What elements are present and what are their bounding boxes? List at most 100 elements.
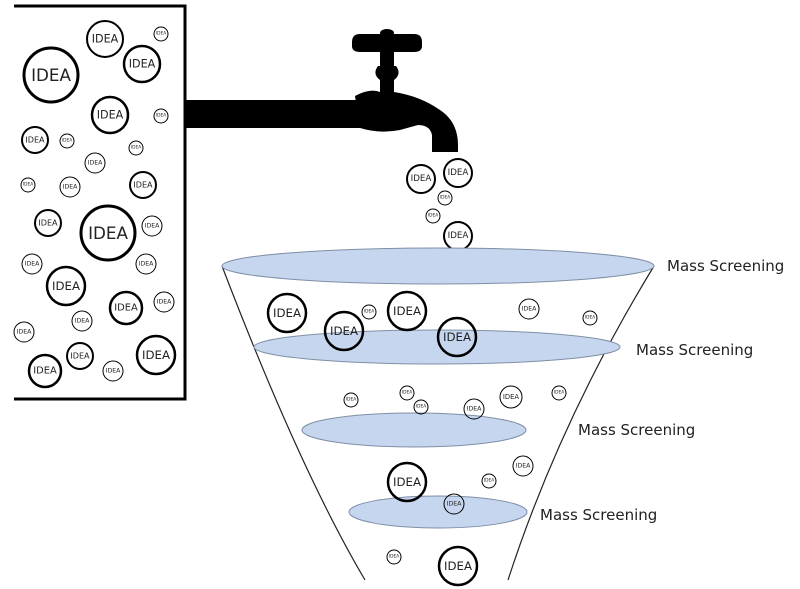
idea-bubble: IDEA: [141, 215, 163, 237]
idea-bubble-circle: [141, 215, 163, 237]
idea-bubble-circle: [22, 46, 80, 104]
idea-bubble-label: IDEA: [25, 261, 40, 268]
idea-bubble-circle: [21, 126, 49, 154]
idea-bubble: IDEA: [153, 26, 169, 42]
idea-bubble: IDEA: [582, 310, 598, 326]
idea-bubble-circle: [443, 493, 465, 515]
idea-bubble-label: IDEA: [114, 303, 138, 314]
idea-bubble-circle: [135, 253, 157, 275]
idea-bubble-label: IDEA: [17, 329, 32, 336]
idea-bubble-circle: [59, 176, 81, 198]
idea-bubble: IDEA: [122, 44, 162, 84]
idea-bubble-circle: [343, 392, 359, 408]
idea-bubble-circle: [323, 310, 365, 352]
funnel-right-edge: [507, 265, 655, 581]
idea-bubble-circle: [437, 190, 453, 206]
idea-bubble: IDEA: [153, 291, 175, 313]
idea-bubble-label: IDEA: [346, 397, 356, 403]
idea-bubble-circle: [406, 164, 436, 194]
idea-bubble: IDEA: [153, 108, 169, 124]
faucet-handle: [352, 34, 422, 52]
idea-bubble-circle: [518, 298, 540, 320]
idea-bubble-circle: [463, 398, 485, 420]
idea-bubble-circle: [386, 290, 428, 332]
idea-bubble-circle: [437, 545, 479, 587]
idea-bubble-label: IDEA: [62, 138, 72, 144]
idea-bubble: IDEA: [34, 209, 62, 237]
idea-bubble: IDEA: [79, 204, 137, 262]
idea-bubble-label: IDEA: [145, 223, 160, 230]
idea-bubble-circle: [59, 133, 75, 149]
idea-bubble-circle: [512, 455, 534, 477]
faucet-stem: [380, 50, 394, 70]
idea-bubble-circle: [84, 152, 106, 174]
idea-bubble-circle: [13, 321, 35, 343]
idea-bubble-label: IDEA: [448, 231, 469, 241]
idea-bubble-circle: [582, 310, 598, 326]
idea-bubble-circle: [436, 316, 478, 358]
idea-bubble-label: IDEA: [63, 184, 78, 191]
idea-bubble-circle: [443, 158, 473, 188]
idea-bubble-label: IDEA: [448, 168, 469, 178]
idea-bubble-circle: [153, 291, 175, 313]
idea-bubble: IDEA: [386, 461, 428, 503]
idea-bubble: IDEA: [135, 253, 157, 275]
idea-bubble: IDEA: [27, 353, 63, 389]
idea-bubble-label: IDEA: [389, 554, 399, 560]
idea-bubble-label: IDEA: [92, 33, 119, 46]
idea-bubble-label: IDEA: [585, 315, 595, 321]
idea-bubble: IDEA: [22, 46, 80, 104]
idea-bubble-label: IDEA: [443, 330, 471, 344]
idea-bubble: IDEA: [406, 164, 436, 194]
idea-bubble-label: IDEA: [273, 306, 301, 320]
idea-bubble-circle: [128, 140, 144, 156]
idea-bubble-circle: [71, 310, 93, 332]
idea-bubble: IDEA: [413, 399, 429, 415]
idea-bubble: IDEA: [59, 176, 81, 198]
idea-bubble: IDEA: [399, 385, 415, 401]
idea-bubble: IDEA: [499, 385, 523, 409]
idea-bubble-label: IDEA: [33, 366, 57, 377]
idea-bubble-label: IDEA: [393, 304, 421, 318]
screening-label-3: Mass Screening: [578, 421, 695, 439]
idea-bubble: IDEA: [102, 360, 124, 382]
faucet-icon: [185, 29, 458, 152]
screening-layer-1: [221, 247, 655, 285]
idea-bubble-label: IDEA: [444, 559, 472, 573]
idea-bubble-label: IDEA: [129, 58, 156, 71]
idea-bubble-label: IDEA: [516, 463, 531, 470]
faucet-pipe: [185, 100, 365, 128]
idea-bubble: IDEA: [59, 133, 75, 149]
idea-bubble: IDEA: [443, 493, 465, 515]
idea-bubble-label: IDEA: [440, 195, 450, 201]
faucet-body: [355, 66, 458, 152]
idea-bubble-circle: [86, 20, 124, 58]
idea-bubble: IDEA: [323, 310, 365, 352]
idea-bubble-circle: [135, 334, 177, 376]
idea-bubble: IDEA: [21, 126, 49, 154]
idea-bubble-label: IDEA: [142, 348, 170, 362]
idea-bubble: IDEA: [443, 221, 473, 251]
idea-bubble: IDEA: [481, 473, 497, 489]
idea-bubble-label: IDEA: [23, 182, 33, 188]
idea-bubble: IDEA: [20, 177, 36, 193]
idea-bubble: IDEA: [443, 158, 473, 188]
idea-bubble: IDEA: [437, 545, 479, 587]
idea-bubble-label: IDEA: [402, 390, 412, 396]
idea-bubble-label: IDEA: [467, 406, 482, 413]
idea-bubble-circle: [413, 399, 429, 415]
idea-bubble: IDEA: [437, 190, 453, 206]
idea-bubble-circle: [425, 208, 441, 224]
idea-bubble-label: IDEA: [393, 475, 421, 489]
idea-bubble: IDEA: [463, 398, 485, 420]
idea-bubble: IDEA: [425, 208, 441, 224]
idea-bubble: IDEA: [129, 171, 157, 199]
idea-bubble-label: IDEA: [411, 174, 432, 184]
idea-bubble-circle: [79, 204, 137, 262]
idea-bubble-label: IDEA: [428, 213, 438, 219]
idea-bubble-label: IDEA: [364, 309, 374, 315]
